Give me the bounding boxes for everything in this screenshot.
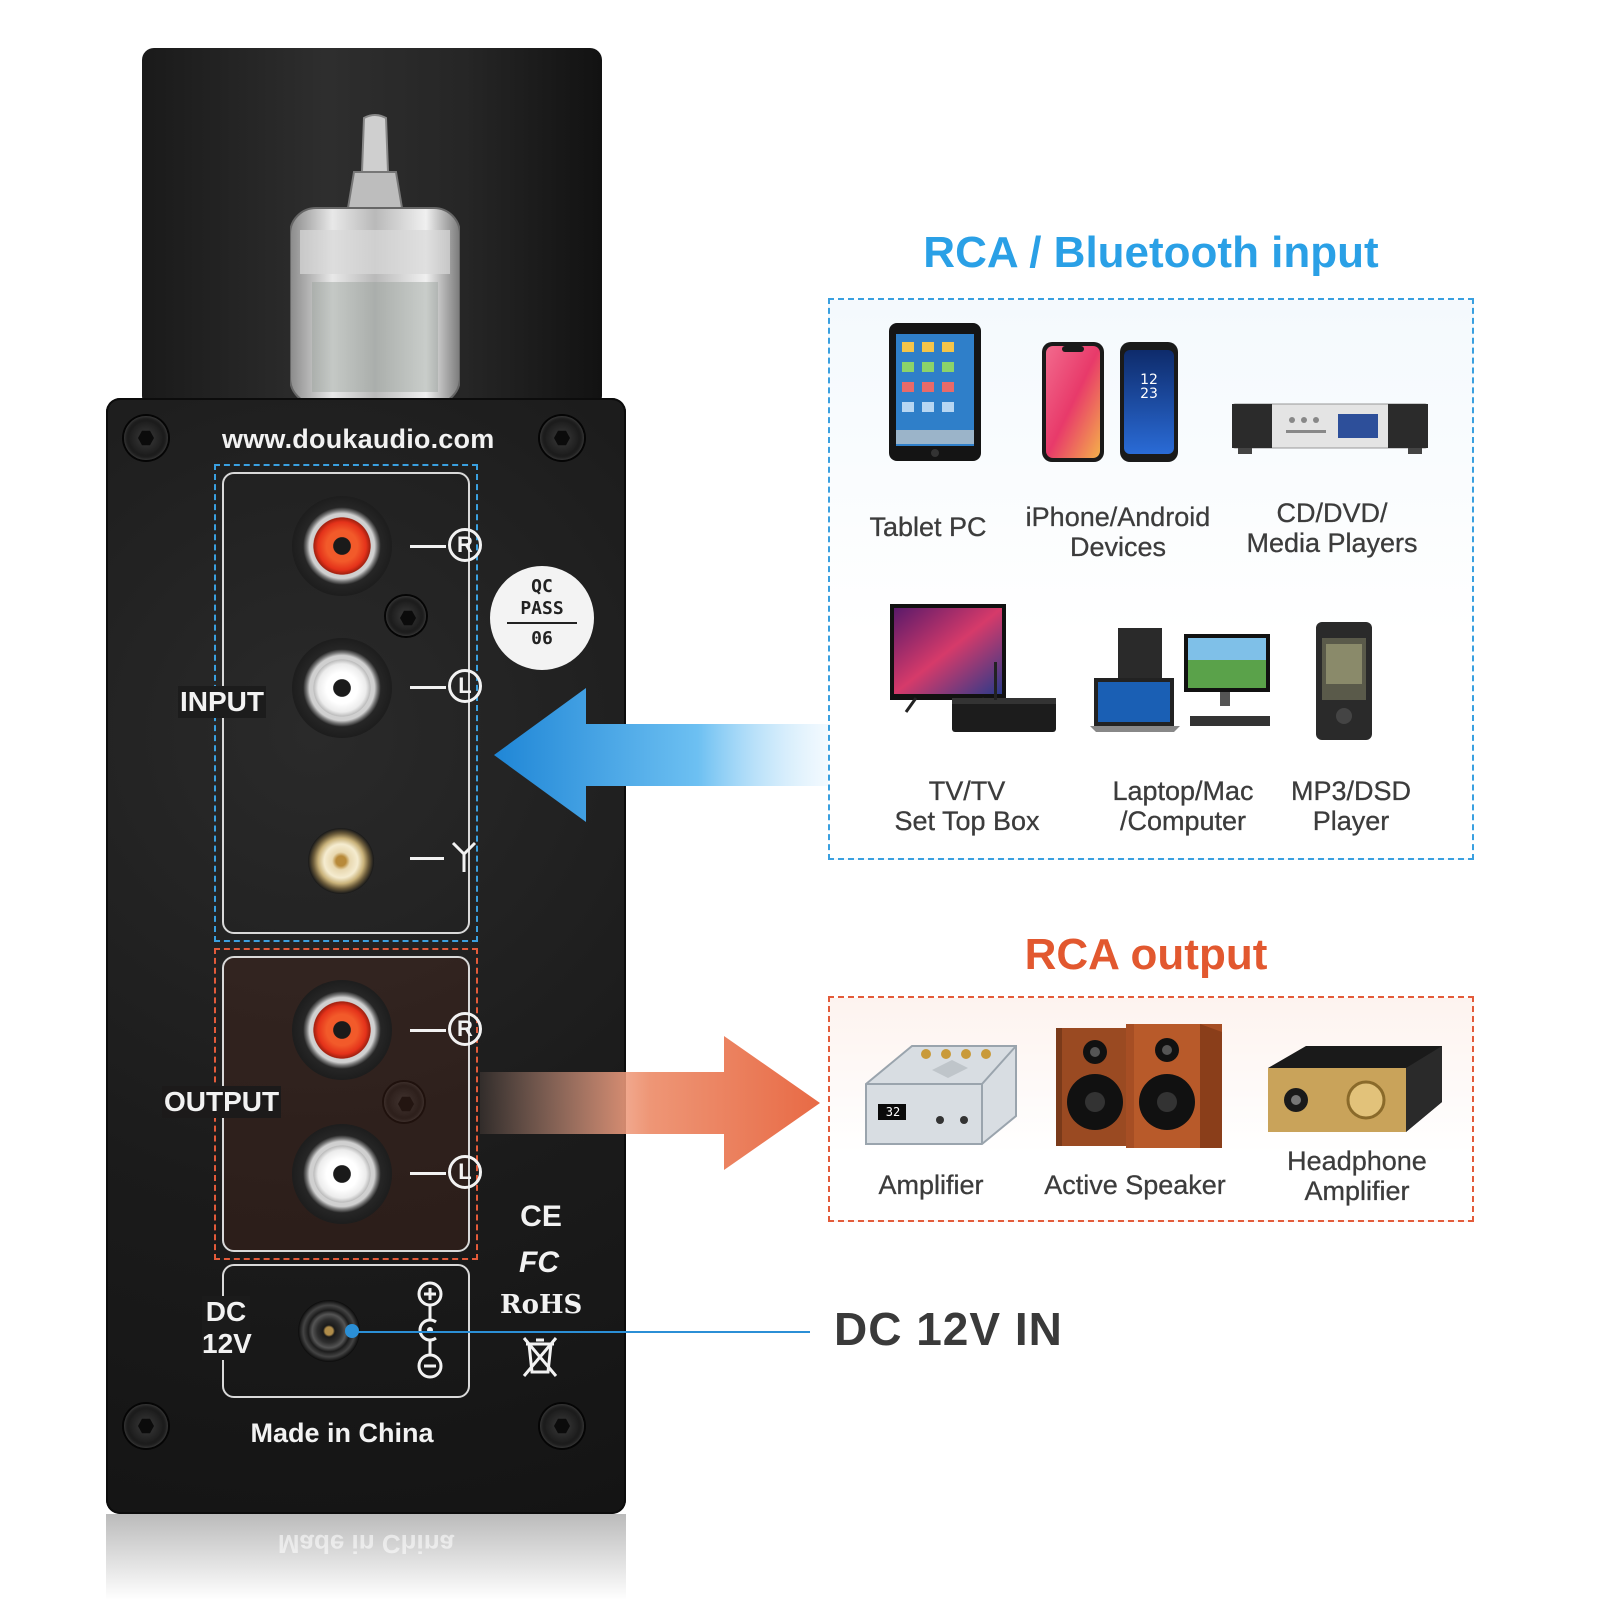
qc-line1: QC [531,576,553,597]
output-section-title: RCA output [1024,930,1268,979]
speaker-icon [1056,1024,1222,1148]
dc-in-label: DC 12V IN [834,1303,1063,1355]
tv-icon [890,604,1056,732]
device-label-line1: MP3/DSD [1290,776,1412,806]
computer-icon [1090,628,1270,732]
channel-left-mark: L [448,669,482,703]
fcc-mark: FC [519,1246,559,1279]
weee-bin-icon [522,1337,558,1377]
device-label-line2: Amplifier [1304,1176,1410,1206]
dc-callout-dot [345,1324,359,1338]
lead-line [410,857,444,860]
channel-right-mark: R [448,1012,482,1046]
screw-icon [540,416,584,460]
device-label: Amplifier [856,1170,1006,1200]
svg-text:23: 23 [1140,386,1158,402]
screw-icon [384,1082,424,1122]
smartphone-icon: 12 23 [1042,342,1178,462]
device-label: TV/TV Set Top Box [876,776,1058,836]
website-label: www.doukaudio.com [222,424,495,454]
device-label-line1: Active Speaker [1044,1170,1226,1200]
input-section-title: RCA / Bluetooth input [923,228,1379,277]
ce-mark: CE [520,1200,562,1233]
dc-panel-label: DC 12V [202,1296,252,1360]
device-label-line2: Media Players [1246,528,1418,558]
output-rca-left-jack[interactable] [292,1124,392,1224]
dc-callout-line [352,1331,810,1333]
lead-line [410,686,446,689]
device-label-line2: /Computer [1119,806,1247,836]
input-arrow-icon [494,688,834,822]
input-label: INPUT [178,686,266,718]
vacuum-tube-icon [290,114,460,404]
device-label-line2: Set Top Box [894,806,1040,836]
polarity-icon [417,1281,443,1379]
qc-pass-sticker: QC PASS 06 [490,566,594,670]
dc-label-line1: DC [205,1296,247,1327]
screw-icon [124,416,168,460]
screw-icon [386,596,426,636]
device-label-line1: iPhone/Android [1025,502,1211,532]
qc-divider [507,622,577,624]
channel-left-mark: L [448,1155,482,1189]
output-rca-right-jack[interactable] [292,980,392,1080]
lead-line [410,1172,446,1175]
device-label: Tablet PC [848,512,1008,542]
svg-text:12: 12 [1140,372,1158,388]
qc-line2: PASS [520,598,564,619]
reflection-made-in-text: Made in China [277,1529,455,1559]
qc-line3: 06 [531,628,553,649]
output-label: OUTPUT [162,1086,282,1118]
rohs-mark: RoHS [500,1290,583,1320]
screw-icon [540,1404,584,1448]
device-label-line1: Amplifier [878,1170,984,1200]
input-rca-left-jack[interactable] [292,638,392,738]
media-player-icon [1232,403,1428,454]
amplifier-icon [865,1045,1017,1145]
antenna-connector[interactable] [306,826,376,896]
device-label: Active Speaker [1030,1170,1240,1200]
device-label: iPhone/Android Devices [1010,502,1226,562]
device-label-line1: TV/TV [928,776,1006,806]
tablet-icon [889,323,981,461]
amplifier-display: 32 [885,1105,901,1119]
device-label-line1: Headphone [1287,1146,1427,1176]
dc-label-line2: 12V [202,1328,252,1359]
device-label: Headphone Amplifier [1262,1146,1452,1206]
made-in-label: Made in China [250,1418,434,1448]
channel-right-mark: R [448,528,482,562]
lead-line [410,1029,446,1032]
device-label-line1: Laptop/Mac [1112,776,1254,806]
headphone-amp-icon [1268,1046,1442,1132]
device-label: CD/DVD/ Media Players [1226,498,1438,558]
device-label-line2: Devices [1069,532,1167,562]
mp3-player-icon [1316,622,1372,740]
device-label-line2: Player [1312,806,1390,836]
device-label-line1: Tablet PC [869,512,987,542]
input-rca-right-jack[interactable] [292,496,392,596]
device-label: MP3/DSD Player [1280,776,1422,836]
device-label-line1: CD/DVD/ [1276,498,1388,528]
antenna-icon [451,841,477,872]
output-arrow-icon [480,1036,820,1170]
panel-reflection: Made in China [106,1514,626,1600]
screw-icon [124,1404,168,1448]
lead-line [410,545,446,548]
device-label: Laptop/Mac /Computer [1090,776,1276,836]
